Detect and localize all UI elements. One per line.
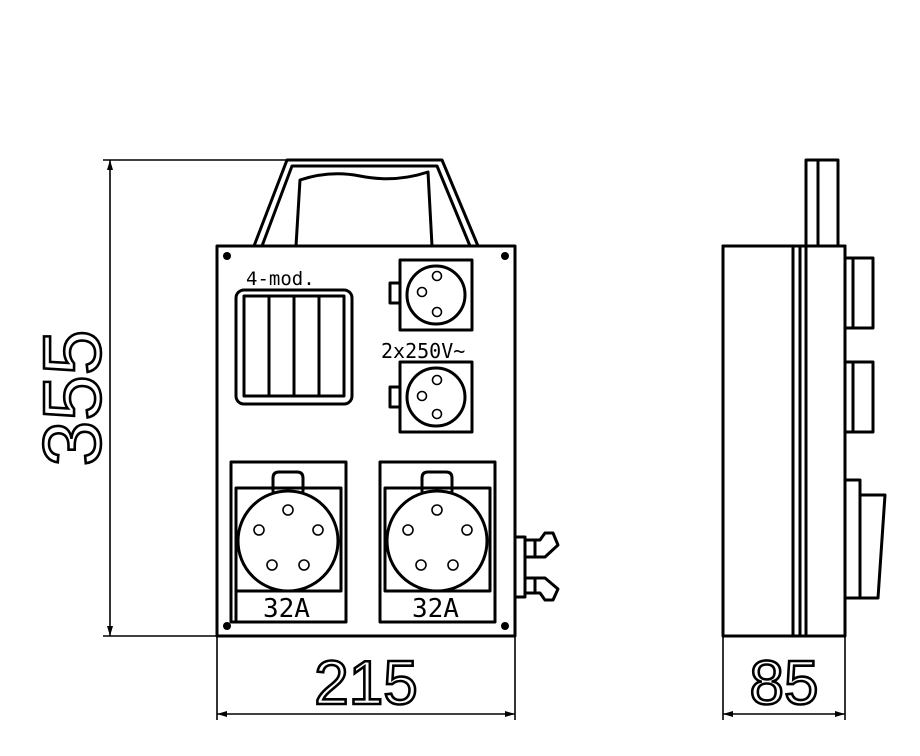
socket-right-rating: 32A [412,594,459,624]
side-handle [804,158,840,248]
schuko-voltage-label: 2x250V~ [381,339,465,363]
schuko-socket-top [388,258,474,332]
schuko-socket-bottom [388,360,474,434]
height-dimension: 355 [26,159,290,637]
width-value: 215 [314,649,417,718]
cee-socket-left [229,460,348,624]
cable-glands [513,531,560,602]
carry-handle [252,158,480,248]
height-value: 355 [27,330,118,467]
front-view: 4-mod. 2x250V~ [215,158,560,638]
depth-dimension: 85 [722,636,846,720]
depth-value: 85 [750,649,819,718]
cee-socket-right [378,460,497,624]
socket-left-rating: 32A [263,594,310,624]
breaker-module-window [234,288,354,406]
breaker-module-label: 4-mod. [246,268,315,290]
enclosure-front [215,244,517,638]
side-view [721,158,887,638]
width-dimension: 215 [216,636,516,720]
enclosure-side [721,244,847,638]
corner-screws [223,252,509,630]
